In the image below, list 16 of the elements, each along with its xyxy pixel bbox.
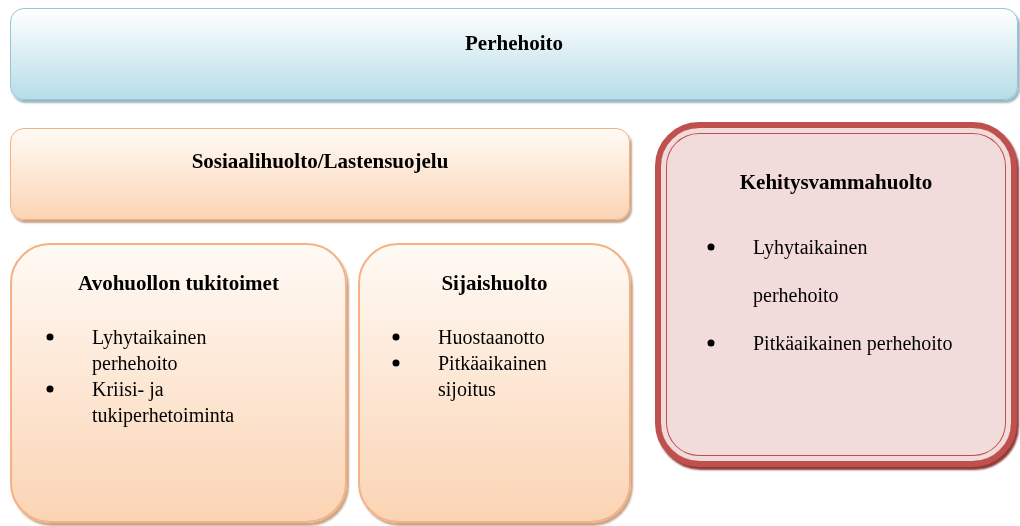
bullet-item: Kriisi- ja tukiperhetoiminta	[92, 378, 235, 426]
box-heading: Sosiaalihuolto/Lastensuojelu	[191, 149, 449, 174]
rounded-box	[655, 122, 1017, 467]
rounded-box	[358, 243, 631, 523]
box-heading: Sijaishuolto	[441, 271, 548, 296]
bullet-item: Pitkäaikainen perhehoito	[753, 332, 953, 354]
bullet-item: Huostaanotto	[438, 326, 545, 348]
rounded-box	[10, 243, 347, 523]
bullet-item: Pitkäaikainen sijoitus	[438, 352, 547, 400]
bullet-item: Lyhytaikainen perhehoito	[753, 236, 868, 306]
box-heading: Avohuollon tukitoimet	[78, 271, 279, 296]
header-band	[10, 128, 630, 220]
box-heading: Perhehoito	[465, 31, 563, 56]
box-heading: Kehitysvammahuolto	[739, 170, 933, 195]
bullet-item: Lyhytaikainen perhehoito	[92, 326, 207, 374]
header-band	[10, 8, 1018, 100]
